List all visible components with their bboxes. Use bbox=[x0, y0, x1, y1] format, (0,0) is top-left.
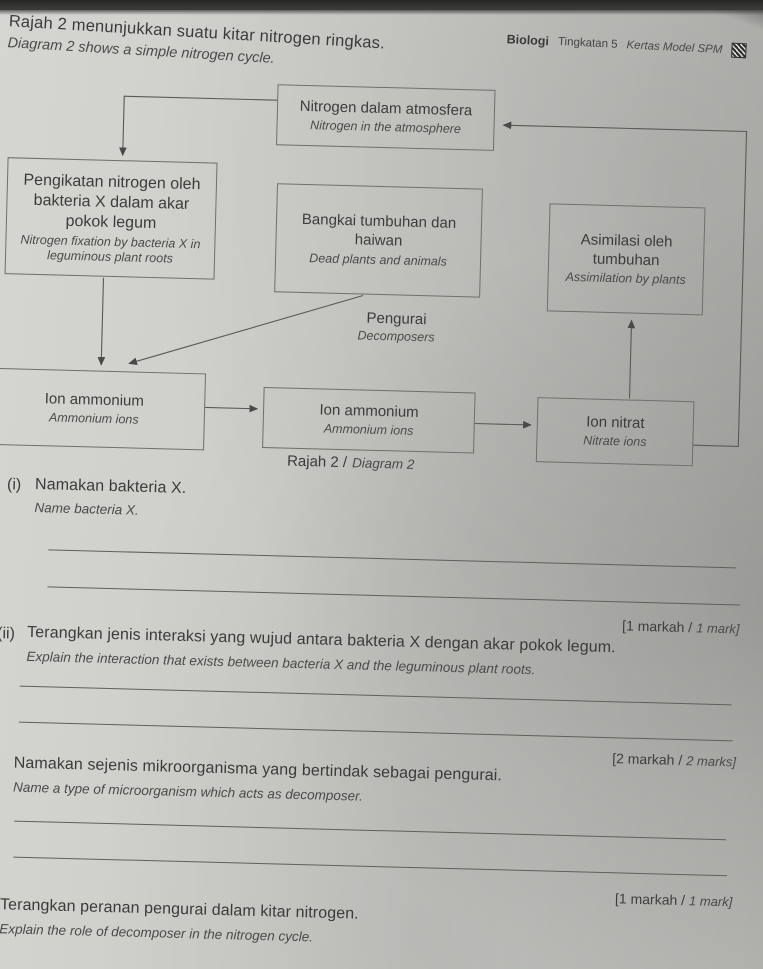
question-2-number: (ii) bbox=[0, 625, 16, 643]
question-4-english: Explain the role of decomposer in the ni… bbox=[0, 921, 314, 945]
arrow-nitrate-to-assimilation bbox=[627, 319, 636, 399]
paper-background bbox=[0, 10, 763, 969]
diagram-box-fixation: Pengikatan nitrogen oleh bakteria X dala… bbox=[4, 157, 218, 280]
answer-line bbox=[13, 856, 728, 877]
arrow-atmosphere-to-fixation bbox=[119, 95, 278, 157]
answer-line bbox=[14, 820, 727, 841]
box-label-english: Nitrogen in the atmosphere bbox=[309, 118, 462, 137]
question-3-marks: [1 markah /1 mark] bbox=[614, 890, 733, 910]
question-1-english: Name bacteria X. bbox=[34, 500, 139, 518]
arrow-ammonium-to-nitrate bbox=[474, 420, 532, 429]
box-label-english: Ammonium ions bbox=[48, 410, 139, 428]
diagram-box-dead-matter: Bangkai tumbuhan dan haiwan Dead plants … bbox=[274, 183, 483, 298]
box-label-malay: Bangkai tumbuhan dan haiwan bbox=[301, 211, 457, 250]
answer-line bbox=[48, 549, 737, 569]
box-label-malay: Ion nitrat bbox=[585, 413, 645, 432]
box-label-malay: Pengikatan nitrogen oleh bakteria X dala… bbox=[23, 171, 201, 232]
box-label-malay: Asimilasi oleh tumbuhan bbox=[580, 230, 673, 269]
arrow-ammonium-to-ammonium bbox=[205, 404, 259, 413]
photo-shadow-top bbox=[0, 0, 763, 15]
arrow-nitrate-to-atmosphere bbox=[502, 121, 748, 447]
box-label-malay: Nitrogen dalam atmosfera bbox=[299, 97, 473, 119]
diagram-label-decomposers: Pengurai Decomposers bbox=[331, 309, 462, 345]
caption-english: Diagram 2 bbox=[351, 455, 415, 472]
label-malay: Pengurai bbox=[366, 309, 427, 329]
arrow-fixation-to-ammonium bbox=[97, 277, 106, 366]
box-label-english: Nitrogen fixation by bacteria X in legum… bbox=[20, 232, 201, 266]
question-1-marks: [1 markah /1 mark] bbox=[621, 617, 740, 637]
diagram-box-ammonium-mid: Ion ammonium Ammonium ions bbox=[262, 386, 476, 454]
arrow-deadmatter-to-ammonium bbox=[128, 295, 364, 365]
caption-malay: Rajah 2 / bbox=[286, 452, 348, 472]
box-label-english: Nitrate ions bbox=[583, 433, 647, 450]
box-label-english: Assimilation by plants bbox=[565, 270, 686, 288]
box-label-malay: Ion ammonium bbox=[44, 389, 145, 410]
box-label-english: Dead plants and animals bbox=[309, 250, 448, 269]
answer-line bbox=[19, 685, 732, 706]
question-2-marks: [2 markah /2 marks] bbox=[612, 750, 737, 770]
box-label-english: Ammonium ions bbox=[323, 421, 414, 439]
diagram-box-atmosphere: Nitrogen dalam atmosfera Nitrogen in the… bbox=[276, 84, 496, 151]
diagram-box-ammonium-left: Ion ammonium Ammonium ions bbox=[0, 367, 207, 451]
answer-line bbox=[47, 586, 741, 606]
diagram-connectors bbox=[97, 95, 748, 447]
answer-line bbox=[18, 721, 733, 742]
question-3-english: Name a type of microorganism which acts … bbox=[12, 779, 364, 804]
box-label-malay: Ion ammonium bbox=[319, 401, 419, 421]
diagram-box-assimilation: Asimilasi oleh tumbuhan Assimilation by … bbox=[546, 203, 706, 316]
question-4-malay: Terangkan peranan pengurai dalam kitar n… bbox=[0, 896, 359, 923]
diagram-box-nitrate: Ion nitrat Nitrate ions bbox=[535, 397, 695, 467]
